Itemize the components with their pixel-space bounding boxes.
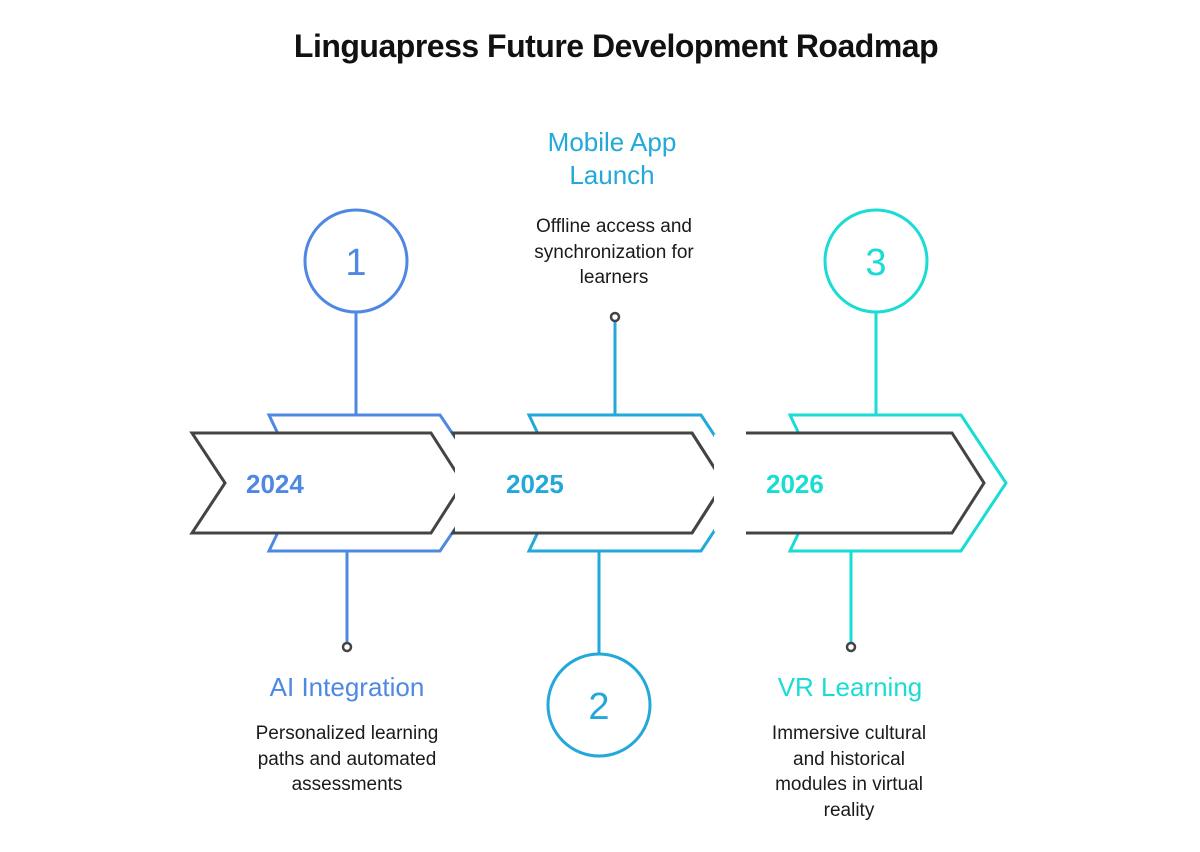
year-label-2024: 2024	[246, 469, 304, 499]
year-label-2025: 2025	[506, 469, 564, 499]
step-number-3: 3	[865, 242, 886, 284]
connector-dot-icon	[341, 641, 353, 653]
milestone-heading-2: Mobile App Launch	[547, 127, 677, 190]
year-arrow-2024	[189, 431, 465, 535]
step-number-1: 1	[345, 242, 366, 284]
page-title: Linguapress Future Development Roadmap	[293, 28, 939, 64]
milestone-description-2: Offline access and synchronization for l…	[534, 216, 694, 288]
step-number-circle-2	[546, 652, 652, 758]
milestone-heading-1: AI Integration	[269, 672, 425, 702]
year-label-2026: 2026	[766, 469, 824, 499]
milestone-3: 3	[787, 208, 1008, 653]
step-number-circle-1	[303, 208, 409, 314]
milestone-description-3: Immersive cultural and historical module…	[771, 723, 927, 821]
connector-dot-icon	[609, 311, 621, 323]
milestone-description-1: Personalized learning paths and automate…	[255, 723, 439, 795]
milestone-1: 1	[266, 208, 488, 653]
step-number-2: 2	[588, 686, 609, 728]
connector-dot-icon	[845, 641, 857, 653]
step-number-circle-3	[823, 208, 929, 314]
year-arrow-2026	[746, 431, 986, 535]
milestone-heading-3: VR Learning	[777, 672, 923, 702]
